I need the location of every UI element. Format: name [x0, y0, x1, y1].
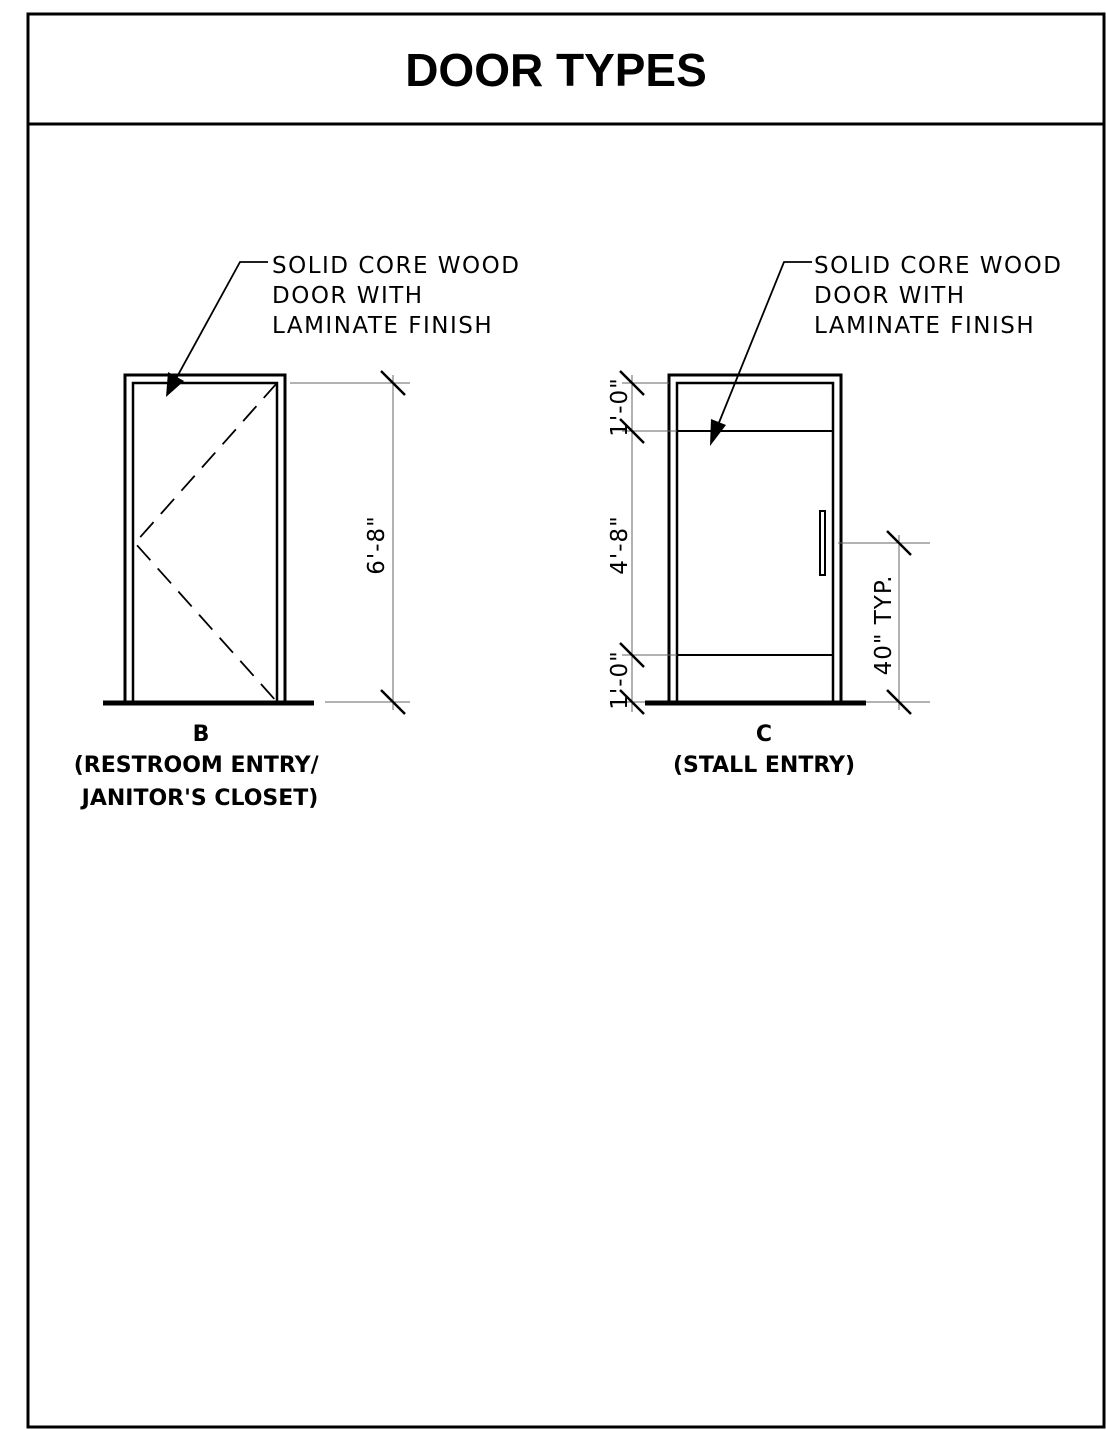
door-b-note: SOLID CORE WOOD DOOR WITH LAMINATE FINIS… — [272, 253, 529, 339]
door-b-label: B — [193, 722, 210, 747]
door-c-label: C — [756, 722, 772, 747]
door-c-note-line-2: DOOR WITH — [814, 283, 966, 309]
door-b-frame-inner — [131, 381, 279, 702]
door-c-bottom-panel-dimension: 1'-0" — [607, 650, 633, 709]
door-b-height-label: 6'-8" — [364, 515, 390, 574]
door-b-height-dimension: 6'-8" — [290, 370, 410, 715]
door-b-note-line-3: LAMINATE FINISH — [272, 313, 493, 339]
door-c-caption-line-1: (STALL ENTRY) — [673, 753, 855, 778]
door-b-note-leader — [171, 261, 268, 387]
door-b-elevation: SOLID CORE WOOD DOOR WITH LAMINATE FINIS… — [74, 253, 529, 811]
door-c-note-line-3: LAMINATE FINISH — [814, 313, 1035, 339]
door-c-handle — [819, 510, 826, 576]
door-c-frame-outer — [667, 373, 843, 702]
sheet-title: DOOR TYPES — [405, 44, 707, 96]
door-c-note-arrowhead — [710, 419, 726, 446]
door-c-note-line-1: SOLID CORE WOOD — [814, 253, 1062, 279]
door-c-note-leader — [715, 261, 812, 431]
door-c-top-panel-dimension: 1'-0" — [607, 377, 633, 436]
door-b-note-line-2: DOOR WITH — [272, 283, 424, 309]
door-c-handle-dimension-label: 40" TYP. — [871, 575, 897, 676]
door-c-middle-dimension: 4'-8" — [607, 515, 633, 574]
door-c-caption: (STALL ENTRY) — [673, 753, 855, 778]
door-b-swing-lines — [133, 382, 278, 703]
door-c-elevation: SOLID CORE WOOD DOOR WITH LAMINATE FINIS… — [607, 253, 1071, 778]
sheet-border — [26, 12, 1106, 1429]
door-b-caption-line-2: JANITOR'S CLOSET) — [80, 786, 319, 811]
door-b-caption-line-1: (RESTROOM ENTRY/ — [74, 753, 320, 778]
door-c-frame-inner — [675, 381, 835, 702]
door-b-note-line-1: SOLID CORE WOOD — [272, 253, 520, 279]
door-b-note-arrowhead — [166, 372, 184, 397]
door-c-note: SOLID CORE WOOD DOOR WITH LAMINATE FINIS… — [814, 253, 1071, 339]
door-b-frame-outer — [123, 373, 287, 702]
door-c-handle-dimension: 40" TYP. — [838, 530, 930, 715]
door-b-caption: (RESTROOM ENTRY/ JANITOR'S CLOSET) — [74, 753, 327, 811]
door-c-left-dimension-chain: 1'-0" 4'-8" 1'-0" — [607, 370, 677, 715]
